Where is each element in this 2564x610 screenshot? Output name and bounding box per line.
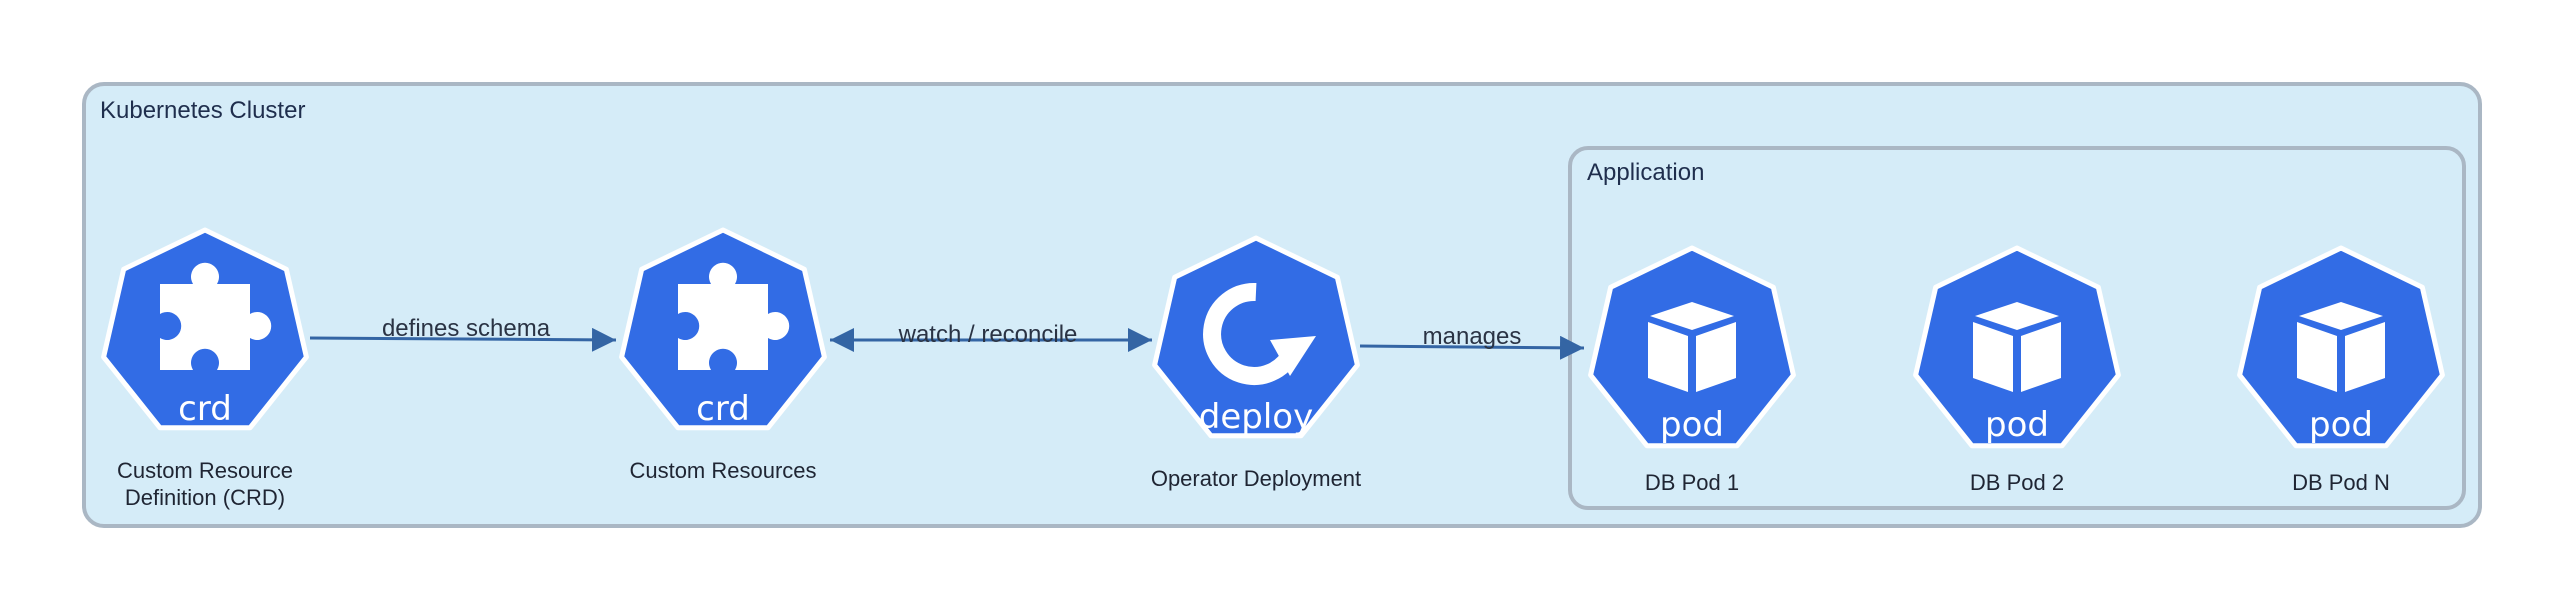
application-cluster-label: Application (1587, 159, 1704, 186)
pod2-label-line-1: DB Pod 2 (1970, 470, 2064, 495)
pod2-icon-label: pod (1985, 405, 2049, 445)
node-db-pod-1[interactable]: pod DB Pod 1 (1588, 245, 1796, 495)
pod1-label-line-1: DB Pod 1 (1645, 470, 1739, 495)
edge-defines-schema-line (309, 327, 617, 352)
cube-icon (1973, 302, 2061, 392)
pod2-heptagon (1913, 245, 2121, 449)
cube-icon (1648, 302, 1736, 392)
kubernetes-cluster-label: Kubernetes Cluster (100, 97, 305, 124)
podn-icon-label: pod (2309, 405, 2373, 445)
cr-label-line-1: Custom Resources (629, 458, 816, 483)
pod1-icon-label: pod (1660, 405, 1724, 445)
node-operator-deployment[interactable]: deploy Operator Deployment (1151, 235, 1361, 491)
pod1-heptagon (1588, 245, 1796, 449)
edge-manages-label: manages (1423, 323, 1522, 350)
node-crd[interactable]: crd Custom Resource Definition (CRD) (101, 227, 309, 510)
puzzle-icon (678, 262, 790, 370)
edge-manages: manages (1359, 323, 1585, 360)
crd-label-line-1: Custom Resource (117, 458, 293, 483)
refresh-icon (1203, 282, 1316, 385)
podn-heptagon (2237, 245, 2445, 449)
edge-watch-reconcile-label: watch / reconcile (898, 321, 1078, 348)
node-db-pod-n[interactable]: pod DB Pod N (2237, 245, 2445, 495)
operator-heptagon (1152, 235, 1360, 439)
podn-label-line-1: DB Pod N (2292, 470, 2390, 495)
operator-label-line-1: Operator Deployment (1151, 466, 1361, 491)
crd-icon-label: crd (178, 389, 232, 429)
puzzle-icon (160, 262, 272, 370)
cube-icon (2297, 302, 2385, 392)
node-db-pod-2[interactable]: pod DB Pod 2 (1913, 245, 2121, 495)
edge-defines-schema: defines schema (309, 315, 617, 352)
edge-defines-schema-label: defines schema (382, 315, 551, 342)
edge-manages-line (1359, 335, 1585, 360)
node-custom-resources[interactable]: crd Custom Resources (619, 227, 827, 483)
operator-icon-label: deploy (1199, 397, 1313, 437)
crd-label-line-2: Definition (CRD) (125, 485, 285, 510)
edge-watch-reconcile: watch / reconcile (830, 321, 1152, 352)
cr-icon-label: crd (696, 389, 750, 429)
